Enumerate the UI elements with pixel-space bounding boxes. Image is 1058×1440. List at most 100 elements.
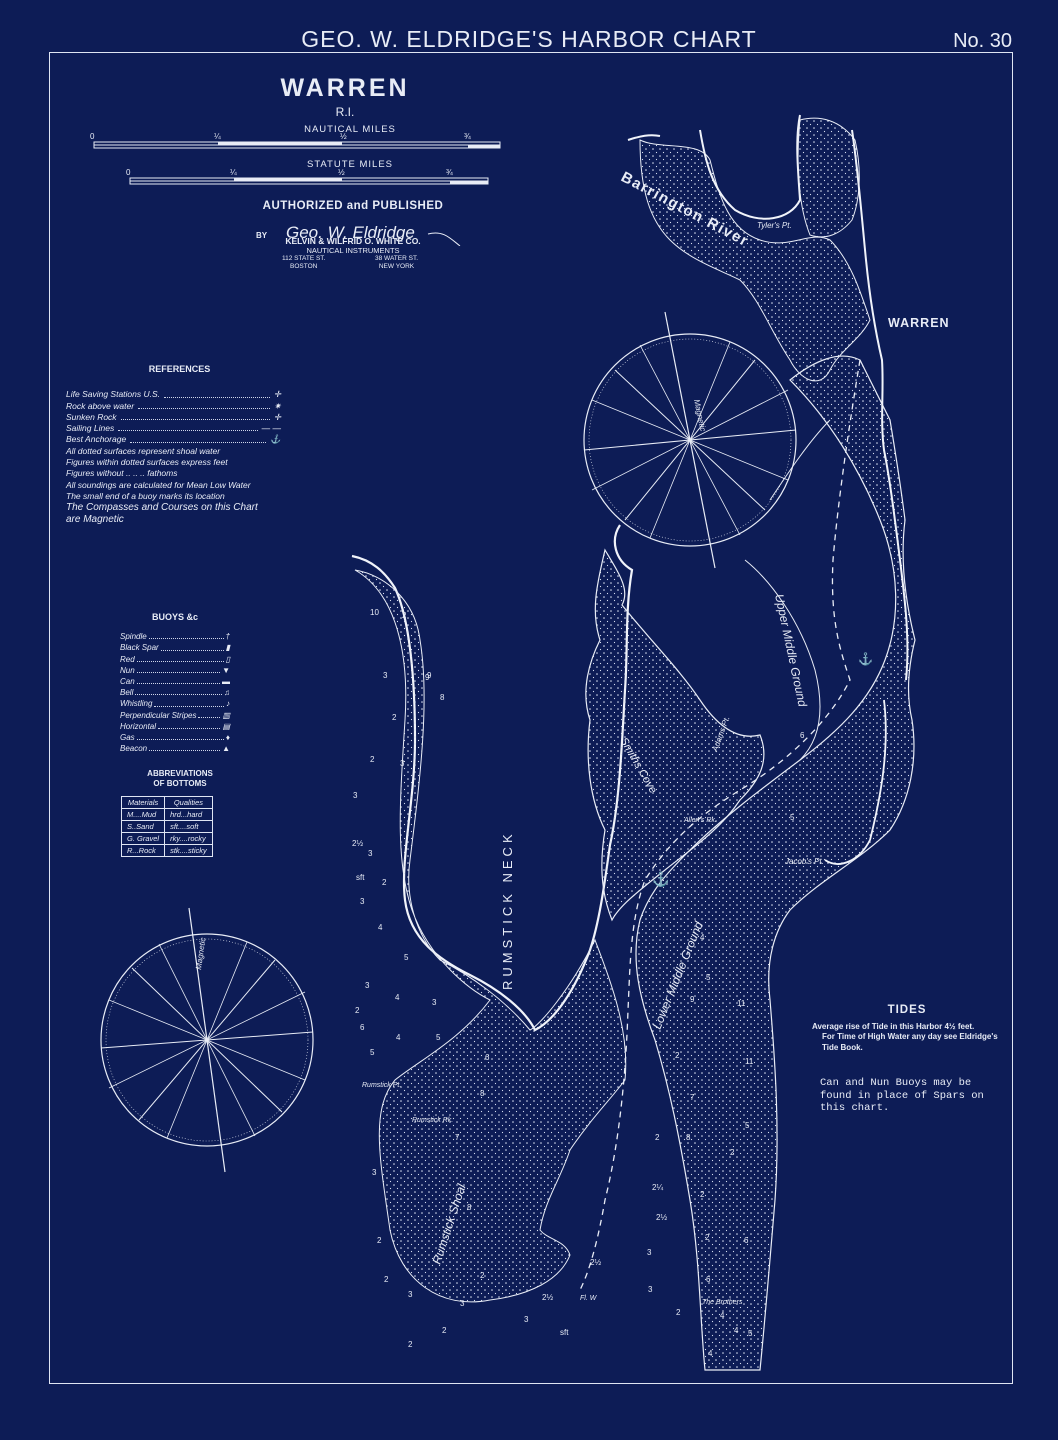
place-jacobs-pt: Jacob's Pt. (784, 857, 824, 866)
references-heading: REFERENCES (148, 364, 211, 374)
sounding-label: 6 (744, 1236, 749, 1245)
signature-text: Geo. W. Eldridge (286, 223, 415, 242)
sounding-label: 3 (524, 1315, 529, 1324)
tides-rise: Average rise of Tide in this Harbor 4½ f… (812, 1021, 975, 1031)
ref-row: Sailing Lines— — (66, 423, 281, 434)
publisher-company: KELVIN & WILFRID O. WHITE CO. (285, 236, 421, 246)
sounding-label: 6 (360, 1023, 365, 1032)
sounding-label: 2 (480, 1271, 485, 1280)
sounding-label: 6 (706, 1275, 711, 1284)
sounding-label: 2 (700, 1190, 705, 1199)
sounding-label: 2 (655, 1133, 660, 1142)
sounding-label: sft (560, 1328, 569, 1337)
tides-box: TIDES Average rise of Tide in this Harbo… (812, 1005, 1002, 1053)
sounding-label: 3 (365, 981, 370, 990)
sounding-label: 7 (690, 1093, 695, 1102)
upper-river-shoal (797, 117, 860, 238)
spindle-icon: † (225, 632, 230, 642)
whistling-buoy-icon: ♪ (226, 699, 230, 709)
signature: BY Geo. W. Eldridge (256, 223, 461, 246)
nautical-tick-0: 0 (90, 132, 95, 141)
ref-row: Rock above water✷ (66, 400, 281, 411)
references-legend: REFERENCES Life Saving Stations U.S.✛ Ro… (66, 364, 281, 525)
chart-border (49, 52, 1013, 1384)
ref-note: All soundings are calculated for Mean Lo… (66, 479, 251, 490)
boston-street: 112 STATE ST. (282, 255, 326, 262)
sounding-label: 2 (370, 755, 375, 764)
sounding-label: 4 (378, 923, 383, 932)
sounding-label: 4 (734, 1326, 739, 1335)
sounding-label: 11 (737, 999, 746, 1008)
sounding-label: 3 (360, 897, 365, 906)
ref-note: Figures without .. .. .. fathoms (66, 468, 178, 479)
compass-rose-magnetic-upper: Magnetic (583, 311, 797, 569)
sounding-label: 3 (368, 849, 373, 858)
sounding-label: 2½ (352, 839, 363, 848)
sounding-label: 9 (427, 671, 432, 680)
anchorage-icon: ⚓ (858, 652, 873, 666)
place-tylers-pt: Tyler's Pt. (757, 221, 792, 230)
sounding-label: 3 (383, 671, 388, 680)
abbreviations-heading: ABBREVIATIONS OF BOTTOMS (147, 769, 213, 788)
horizontal-stripes-icon: ▤ (222, 721, 230, 731)
sounding-label: 2 (377, 1236, 382, 1245)
harbor-name: WARREN (280, 74, 410, 102)
barrington-river-shoal (639, 139, 871, 382)
buoys-legend: BUOYS &c Spindle† Black Spar▮ Red▯ Nun▼ … (120, 612, 230, 754)
statute-tick-3: ¾ (446, 168, 453, 177)
sounding-label: 2½ (542, 1293, 553, 1302)
nautical-tick-1: ¼ (214, 132, 221, 141)
sounding-label: 4 (700, 933, 705, 942)
sounding-label: 2½ (590, 1258, 601, 1267)
sounding-label: 9 (425, 673, 430, 682)
sounding-label: 11 (745, 1057, 754, 1066)
buoy-row: Perpendicular Stripes▥ (120, 710, 230, 720)
nautical-scale-bar: 0 ¼ ½ ¾ (90, 132, 501, 149)
compass-label: Magnetic (194, 937, 207, 970)
middle-ground-ridge (744, 419, 831, 761)
sounding-label: 2 (355, 1006, 360, 1015)
sounding-label: 3 (400, 759, 405, 768)
statute-tick-0: 0 (126, 168, 131, 177)
buoy-row: Horizontal▤ (120, 721, 230, 731)
sounding-label: 2 (676, 1308, 681, 1317)
sounding-label: 4 (708, 1349, 713, 1358)
nautical-tick-2: ½ (340, 132, 347, 141)
sounding-label: 2 (442, 1326, 447, 1335)
buoy-row: Spindle† (120, 632, 230, 642)
place-allens-rk: Allen's Rk. (683, 817, 717, 824)
sailing-line (579, 359, 861, 1291)
sounding-label: 6 (800, 731, 805, 740)
place-upper-middle-ground: Upper Middle Ground (772, 593, 810, 708)
statute-scale-bar: 0 ¼ ½ ¾ (126, 168, 489, 185)
rock-above-water-icon: ✷ (273, 400, 281, 411)
sounding-label: 2 (384, 1275, 389, 1284)
chart-number: No. 30 (953, 30, 1012, 52)
sounding-label: 5 (745, 1121, 750, 1130)
sounding-label: 2¼ (652, 1183, 663, 1192)
place-fl-w: Fl. W (580, 1295, 598, 1302)
sounding-label: 5 (404, 953, 409, 962)
sounding-label: 2 (402, 611, 407, 620)
sounding-label: 5 (436, 1033, 441, 1042)
sounding-label: 7 (455, 1133, 460, 1142)
ny-city: NEW YORK (378, 263, 415, 270)
statute-miles-label: STATUTE MILES (306, 159, 394, 170)
beacon-icon: ▲ (222, 744, 230, 754)
publisher-block: AUTHORIZED and PUBLISHED BY Geo. W. Eldr… (238, 200, 468, 271)
sounding-label: 2½ (656, 1213, 667, 1222)
sounding-label: 5 (748, 1329, 753, 1338)
sounding-label: 5 (790, 813, 795, 822)
anchorage-icon: ⚓ (652, 871, 669, 888)
sounding-label: 3 (460, 1299, 465, 1308)
buoy-note: Can and Nun Buoys may be found in place … (820, 1077, 984, 1114)
nun-buoy-icon: ▼ (222, 665, 230, 675)
sounding-label: 2 (382, 878, 387, 887)
sounding-label: 2 (705, 1233, 710, 1242)
sounding-label: 3 (372, 1168, 377, 1177)
sounding-label: 8 (480, 1089, 485, 1098)
place-the-brothers: The Brothers (702, 1299, 743, 1306)
buoy-row: Bell♫ (120, 688, 230, 698)
